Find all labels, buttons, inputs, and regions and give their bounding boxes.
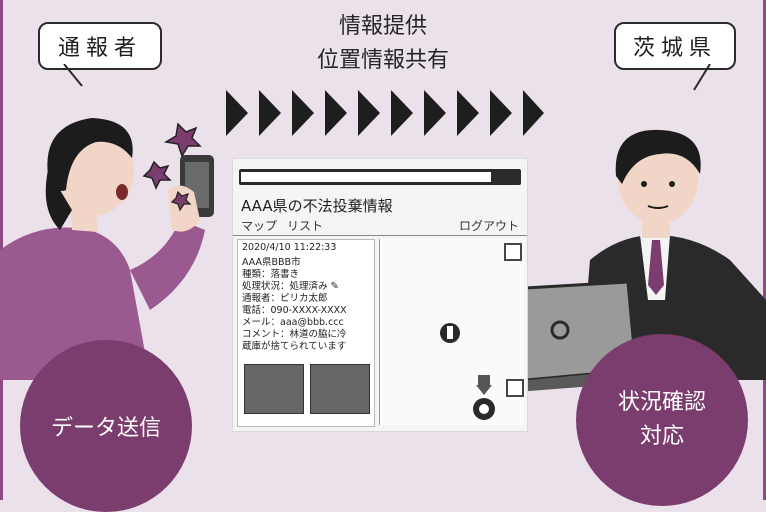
reporter-bubble-tail — [63, 64, 83, 87]
header-info-provision: 情報提供 — [338, 14, 427, 39]
report-comment-line1: コメント：林道の脇に冷 — [242, 329, 347, 340]
app-screen-mockup: AAA県の不法投棄情報 マップ リスト ログアウト 2020/4/10 11:2… — [232, 158, 528, 432]
direction-arrows-icon — [226, 90, 544, 136]
tab-map[interactable]: マップ — [241, 219, 278, 233]
edit-pencil-icon[interactable]: ✎ — [330, 281, 339, 292]
report-location: AAA県BBB市 — [242, 257, 301, 268]
app-divider — [233, 235, 527, 236]
data-send-circle: データ送信 — [20, 340, 192, 512]
report-status: 処理状況：処理済み ✎ — [242, 278, 339, 292]
map-marker-icon[interactable] — [438, 321, 462, 345]
reporter-speech-bubble: 通報者 — [38, 22, 162, 70]
app-title: AAA県の不法投棄情報 — [241, 197, 393, 215]
status-check-circle: 状況確認 対応 — [576, 334, 748, 506]
prefecture-speech-bubble: 茨城県 — [614, 22, 736, 70]
prefecture-label: 茨城県 — [632, 36, 717, 61]
map-zoom-in-button[interactable] — [504, 243, 522, 261]
prefecture-bubble-tail — [693, 64, 711, 91]
header-location-sharing: 位置情報共有 — [316, 48, 449, 73]
app-address-field — [241, 172, 491, 182]
report-detail-panel: 2020/4/10 11:22:33 AAA県BBB市 種類：落書き 処理状況：… — [237, 239, 375, 427]
map-zoom-out-button[interactable] — [506, 379, 524, 397]
report-photo-1[interactable] — [244, 364, 304, 414]
pin-icon — [473, 375, 495, 420]
right-border — [763, 0, 766, 500]
report-reporter: 通報者：ピリカ太郎 — [242, 293, 328, 304]
report-email: メール：aaa@bbb.ccc — [242, 317, 344, 328]
report-photo-2[interactable] — [310, 364, 370, 414]
response-label: 対応 — [639, 424, 684, 449]
status-check-label: 状況確認 — [617, 390, 706, 415]
tab-list[interactable]: リスト — [287, 219, 324, 233]
logout-link[interactable]: ログアウト — [458, 219, 519, 233]
data-send-label: データ送信 — [50, 416, 161, 441]
reporter-person-illustration — [0, 118, 214, 380]
map-view[interactable] — [379, 239, 524, 425]
reporter-label: 通報者 — [57, 36, 142, 61]
report-comment-line2: 蔵庫が捨てられています — [242, 341, 347, 352]
report-phone: 電話：090-XXXX-XXXX — [242, 305, 347, 316]
report-datetime: 2020/4/10 11:22:33 — [242, 242, 337, 253]
report-type: 種類：落書き — [242, 269, 300, 280]
report-status-text: 処理状況：処理済み — [242, 281, 328, 292]
